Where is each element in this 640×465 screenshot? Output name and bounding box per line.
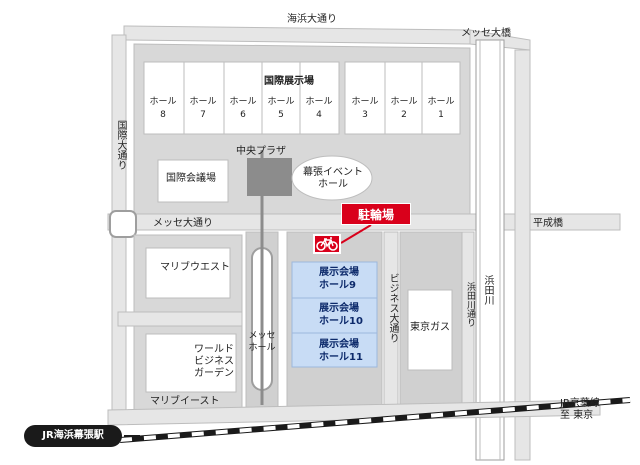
bottom-road [107,399,601,426]
central-plaza-label: 中央プラザ [236,146,286,157]
bicycle-icon [316,237,338,251]
hall-number: 5 [278,110,284,120]
hall-2-label: ホール 2 [389,96,419,122]
hall-5-label: ホール 5 [266,96,296,122]
wbg-line3: ガーデン [194,368,234,379]
hall-number: 8 [160,110,166,120]
railway-line [119,397,631,443]
road-label-top: 海浜大通り [287,14,337,25]
messe-hall-line1: メッセ [248,331,276,341]
wbg-line2: ビジネス [194,356,234,367]
inner-road [117,311,243,327]
hall-number: 2 [401,110,407,120]
exhibit-hall-9-label: 展示会場ホール9 [319,266,359,292]
road-label-middle-right: 平成橋 [533,218,563,229]
road-label-bottom: マリブイースト [150,396,220,407]
hall-name: ホール [305,97,333,107]
top-road [123,25,471,45]
hall-6-label: ホール 6 [228,96,258,122]
world-business-garden-shape [145,333,237,393]
event-hall-label: 幕張イベントホール [302,167,364,191]
event-hall-line2: ホール [318,179,348,190]
hall-name: ホール [351,97,379,107]
callout-line [340,224,372,244]
messe-hall-line2: ホール [248,343,276,353]
hall-name: ホール [267,97,295,107]
road-label-middle: メッセ大通り [153,218,213,229]
bicycle-icon[interactable] [313,234,341,254]
exhibit-hall-11-label: 展示会場ホール11 [319,338,363,364]
rail-direction: 至 東京 [560,410,594,421]
hall-name: ホール [149,97,177,107]
rail-line-name: JR京葉線 [560,398,600,409]
halls-right-bg [344,61,461,135]
world-business-garden-label: ワールドビジネスガーデン [190,344,238,380]
event-hall-line1: 幕張イベント [303,167,363,178]
hall-number: 6 [240,110,246,120]
exhibit-10-line2: ホール10 [319,316,363,327]
central-plaza-dark [247,158,292,196]
hall-number: 3 [362,110,368,120]
hall-number: 1 [438,110,444,120]
exhibit-9-line2: ホール9 [319,280,356,291]
road-label-top-right: メッセ大橋 [461,28,511,39]
tokyo-gas-shape [407,289,453,371]
right-road [514,49,531,461]
exhibit-10-line1: 展示会場 [319,303,359,314]
tokyo-gas-label: 東京ガス [410,322,450,333]
road-label-left: 国際大通り [115,120,126,170]
road-label-business: ビジネス大通り [387,273,398,343]
messe-hall-label: メッセホール [247,330,277,354]
exhibit-9-line1: 展示会場 [319,267,359,278]
conference-hall-label: 国際会議場 [166,173,216,184]
exhibit-hall-10-label: 展示会場ホール10 [319,302,363,328]
hall-4-label: ホール 4 [304,96,334,122]
conference-hall-shape [157,159,229,203]
parking-callout[interactable]: 駐輪場 [341,203,411,225]
river-label: 浜田川 [482,275,493,305]
roundabout [109,210,137,238]
halls-9-11-blue [291,261,378,368]
international-exhibition-label: 国際展示場 [264,76,314,87]
hall-name: ホール [189,97,217,107]
hall-3-label: ホール 3 [350,96,380,122]
hall-7-label: ホール 7 [188,96,218,122]
hall-1-label: ホール 1 [426,96,456,122]
hall-number: 7 [200,110,206,120]
hall-name: ホール [229,97,257,107]
hall-8-label: ホール 8 [148,96,178,122]
hall-name: ホール [427,97,455,107]
rail-line-label: JR京葉線至 東京 [560,398,600,422]
exhibit-11-line2: ホール11 [319,352,363,363]
malibu-west-label: マリブウエスト [160,262,230,273]
road-label-hamada: 浜田川通り [465,282,475,327]
event-hall-shape [291,155,373,201]
station-label[interactable]: JR海浜幕張駅 [24,425,122,447]
malibu-west-shape [145,247,231,299]
hall-number: 4 [316,110,322,120]
river [475,39,505,461]
exhibit-11-line1: 展示会場 [319,339,359,350]
halls-left-bg [143,61,340,135]
wbg-line1: ワールド [194,344,234,355]
hall-name: ホール [390,97,418,107]
